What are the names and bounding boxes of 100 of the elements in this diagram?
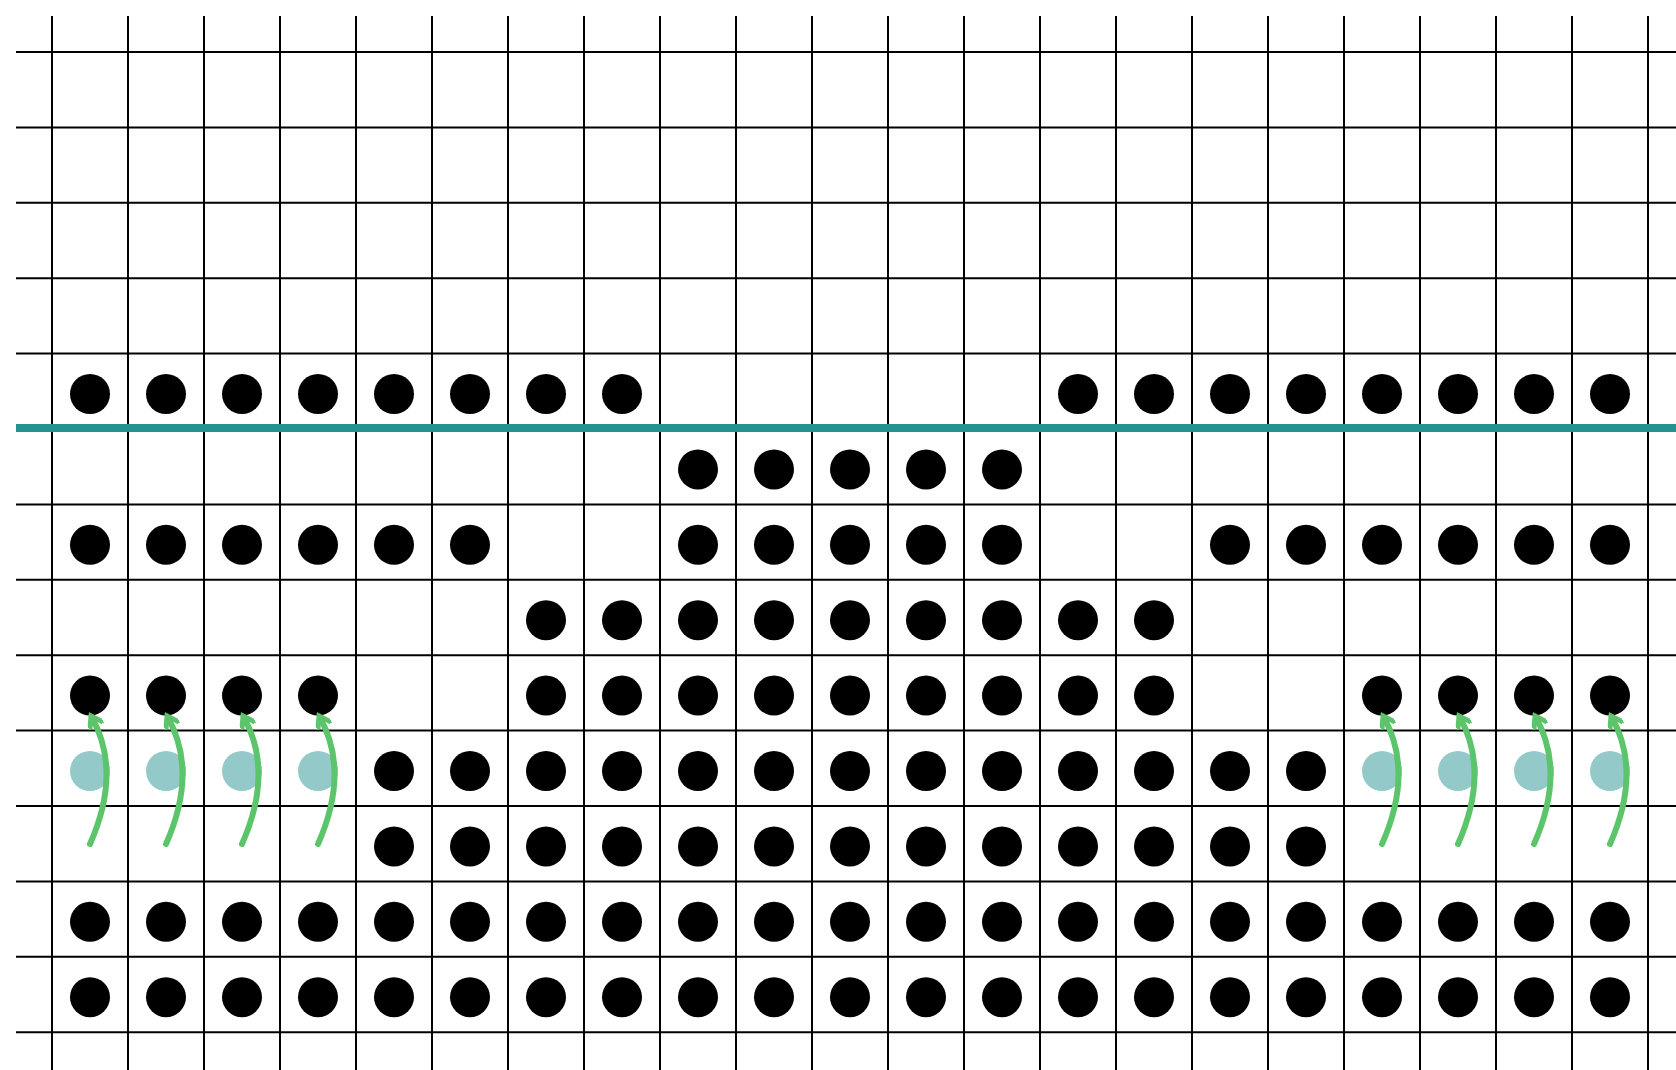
dot xyxy=(1134,374,1174,414)
dot xyxy=(982,826,1022,867)
dot xyxy=(374,901,414,942)
dot xyxy=(1058,675,1098,716)
dot xyxy=(146,524,186,565)
dot xyxy=(830,675,870,716)
curved-arrow xyxy=(1454,713,1478,847)
dot xyxy=(1286,901,1326,942)
dot xyxy=(70,374,110,414)
dot xyxy=(906,449,946,490)
dot xyxy=(830,600,870,641)
dot xyxy=(602,977,642,1018)
dot xyxy=(222,751,262,791)
dot xyxy=(222,977,262,1018)
dot xyxy=(1590,524,1630,565)
dot xyxy=(70,675,110,716)
dot xyxy=(678,675,718,716)
dot xyxy=(906,977,946,1018)
dot xyxy=(1058,977,1098,1018)
dot xyxy=(678,826,718,867)
curved-arrow xyxy=(1606,713,1630,847)
dot xyxy=(70,977,110,1018)
dot xyxy=(754,977,794,1018)
dot xyxy=(1134,977,1174,1018)
dot xyxy=(906,524,946,565)
dot xyxy=(1058,374,1098,414)
dot xyxy=(526,901,566,942)
dot xyxy=(526,826,566,867)
dot xyxy=(678,524,718,565)
dot xyxy=(906,901,946,942)
dot xyxy=(450,751,490,791)
dot xyxy=(1362,751,1402,791)
dot xyxy=(982,449,1022,490)
dot xyxy=(1134,751,1174,791)
dot xyxy=(70,751,110,791)
dot xyxy=(526,977,566,1018)
dot xyxy=(1590,901,1630,942)
dot xyxy=(298,675,338,716)
dot xyxy=(982,977,1022,1018)
dot xyxy=(1362,374,1402,414)
dot xyxy=(1210,751,1250,791)
dot xyxy=(222,524,262,565)
dot xyxy=(1438,374,1478,414)
dot xyxy=(1514,524,1554,565)
dot xyxy=(678,600,718,641)
dot xyxy=(374,751,414,791)
dot xyxy=(678,449,718,490)
curved-arrow xyxy=(238,713,262,847)
dot xyxy=(982,524,1022,565)
curved-arrow xyxy=(314,713,338,847)
dot xyxy=(1058,600,1098,641)
dot xyxy=(450,374,490,414)
dot xyxy=(1134,826,1174,867)
dot xyxy=(526,374,566,414)
dot xyxy=(754,675,794,716)
dot xyxy=(526,751,566,791)
dot xyxy=(830,449,870,490)
dot xyxy=(298,901,338,942)
dot xyxy=(602,751,642,791)
dot xyxy=(830,524,870,565)
dot xyxy=(146,901,186,942)
dot xyxy=(982,901,1022,942)
dot xyxy=(1210,826,1250,867)
dot xyxy=(146,751,186,791)
dot xyxy=(830,901,870,942)
dot xyxy=(450,901,490,942)
dot xyxy=(1210,374,1250,414)
dot xyxy=(1438,524,1478,565)
dot xyxy=(830,751,870,791)
dot xyxy=(906,600,946,641)
dot xyxy=(450,826,490,867)
dot xyxy=(1286,524,1326,565)
dot xyxy=(1438,901,1478,942)
dot xyxy=(1590,675,1630,716)
dot xyxy=(678,977,718,1018)
dot xyxy=(146,977,186,1018)
dot xyxy=(146,374,186,414)
dot xyxy=(1286,751,1326,791)
dot xyxy=(1590,751,1630,791)
dot xyxy=(1058,901,1098,942)
dot xyxy=(678,751,718,791)
dot xyxy=(754,449,794,490)
dot xyxy=(374,374,414,414)
dot xyxy=(830,826,870,867)
dot xyxy=(70,901,110,942)
curved-arrow xyxy=(86,713,110,847)
dot xyxy=(906,675,946,716)
dot xyxy=(982,675,1022,716)
dot xyxy=(1058,826,1098,867)
dot xyxy=(1438,751,1478,791)
dot xyxy=(298,977,338,1018)
dot xyxy=(1514,901,1554,942)
dot xyxy=(754,751,794,791)
dot xyxy=(602,600,642,641)
dot xyxy=(222,675,262,716)
dot xyxy=(374,826,414,867)
dot xyxy=(1438,977,1478,1018)
dot xyxy=(222,374,262,414)
dot xyxy=(830,977,870,1018)
dot xyxy=(526,600,566,641)
